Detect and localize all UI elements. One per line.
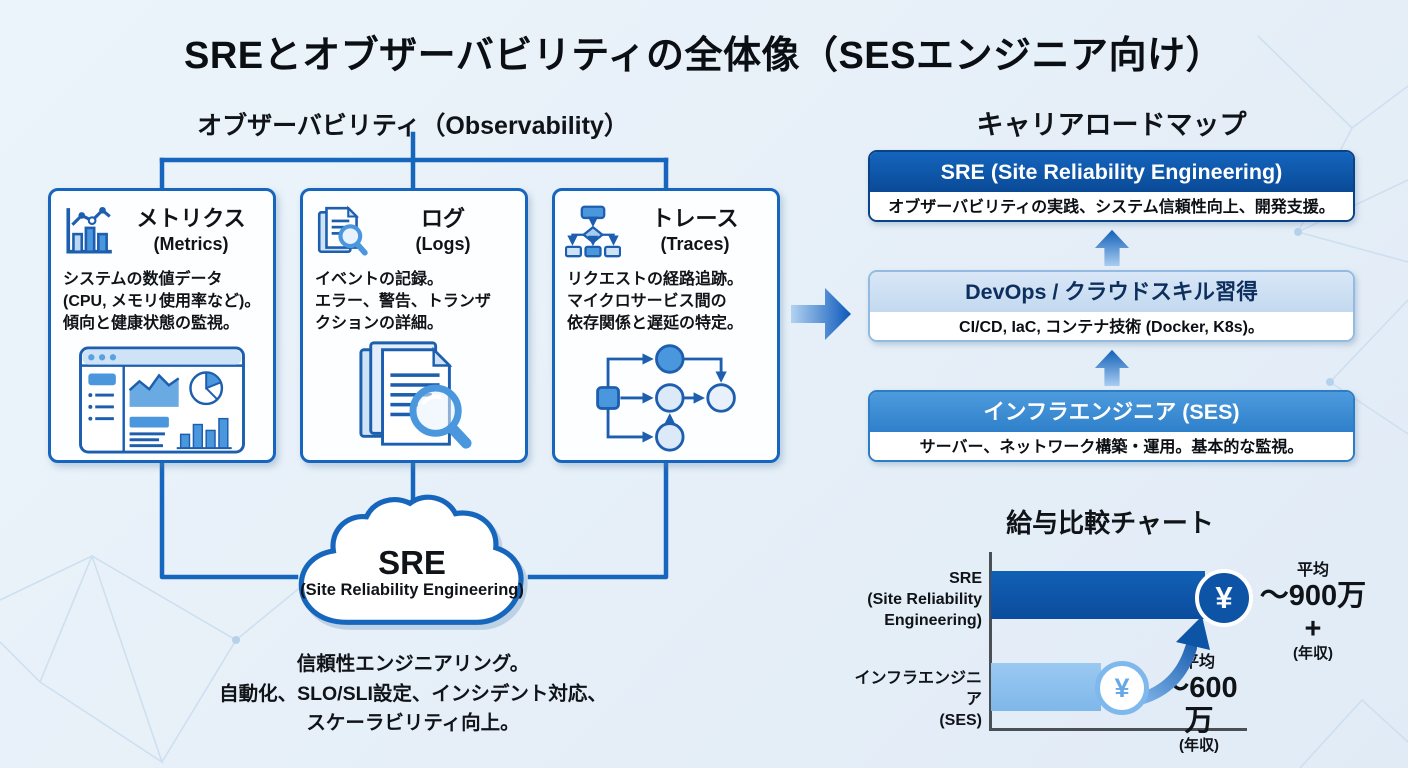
dashboard-illustration	[51, 346, 273, 454]
page-title: SREとオブザーバビリティの全体像（SESエンジニア向け）	[183, 35, 1224, 77]
roadmap-level-devops-title: DevOps / クラウドスキル習得	[870, 272, 1353, 312]
roadmap-level-infra-title: インフラエンジニア (SES)	[870, 392, 1353, 432]
card-metrics-title: メトリクス	[136, 206, 246, 232]
infra-salary-note: (年収)	[1179, 737, 1219, 755]
sre-value: 平均 ～900万+ (年収)	[1256, 562, 1370, 663]
card-traces-subtitle: (Traces)	[660, 233, 730, 254]
card-logs-description: イベントの記録。 エラー、警告、トランザ クションの詳細。	[315, 271, 491, 333]
career-roadmap-heading: キャリアロードマップ	[976, 110, 1247, 140]
roadmap-level-infra-description: サーバー、ネットワーク構築・運用。基本的な監視。	[870, 432, 1353, 460]
card-metrics-description: システムの数値データ (CPU, メモリ使用率など)。 傾向と健康状態の監視。	[63, 271, 261, 333]
cloud-title: SRE	[378, 544, 446, 581]
chart-x-axis	[989, 728, 1247, 731]
log-document-search-icon	[317, 205, 368, 256]
card-traces-header: トレース (Traces)	[555, 191, 777, 259]
sre-yen-badge: ¥	[1195, 569, 1253, 627]
card-logs-header: ログ (Logs)	[303, 191, 525, 259]
metrics-bar-chart-icon	[66, 206, 112, 254]
card-metrics-subtitle: (Metrics)	[153, 233, 229, 254]
cloud-subtitle: (Site Reliability Engineering)	[300, 580, 524, 599]
up-arrow-icon	[1094, 229, 1130, 266]
roadmap-level-infra: インフラエンジニア (SES) サーバー、ネットワーク構築・運用。基本的な監視。	[868, 390, 1355, 462]
sre-salary-value: ～900万+	[1259, 579, 1367, 645]
infra-yen-badge: ¥	[1095, 661, 1149, 715]
chart-y-axis	[989, 552, 992, 731]
right-arrow-icon	[791, 288, 851, 340]
yen-symbol: ¥	[1215, 580, 1233, 615]
roadmap-level-sre-title: SRE (Site Reliability Engineering)	[870, 152, 1353, 192]
card-traces-description: リクエストの経路追跡。 マイクロサービス間の 依存関係と遅延の特定。	[567, 271, 744, 333]
cloud-shape	[298, 494, 524, 625]
sre-bar-label: SRE (Site Reliability Engineering)	[867, 570, 982, 630]
card-logs: ログ (Logs) イベントの記録。 エラー、警告、トランザ クションの詳細。	[300, 188, 528, 463]
roadmap-level-sre-description: オブザーバビリティの実践、システム信頼性向上、開発支援。	[870, 192, 1353, 220]
up-arrow-icon	[1094, 349, 1130, 386]
trace-flowchart-icon	[565, 205, 621, 258]
salary-chart-title: 給与比較チャート	[1006, 508, 1214, 538]
roadmap-level-sre: SRE (Site Reliability Engineering) オブザーバ…	[868, 150, 1355, 222]
card-traces: トレース (Traces) リクエストの経路追跡。 マイクロサービス間の 依存関…	[552, 188, 780, 463]
card-traces-title: トレース	[651, 206, 739, 232]
sre-bar	[991, 571, 1205, 619]
roadmap-level-devops: DevOps / クラウドスキル習得 CI/CD, IaC, コンテナ技術 (D…	[868, 270, 1355, 342]
sre-footnote: 信頼性エンジニアリング。 自動化、SLO/SLI設定、インシデント対応、 スケー…	[219, 653, 607, 735]
card-metrics: メトリクス (Metrics) システムの数値データ (CPU, メモリ使用率な…	[48, 188, 276, 463]
roadmap-level-devops-description: CI/CD, IaC, コンテナ技術 (Docker, K8s)。	[870, 312, 1353, 340]
trace-flow-illustration	[555, 340, 777, 454]
sre-salary-note: (年収)	[1293, 645, 1333, 663]
card-logs-subtitle: (Logs)	[415, 233, 471, 254]
infra-bar-label: インフラエンジニア (SES)	[854, 670, 982, 730]
yen-symbol: ¥	[1114, 672, 1130, 703]
card-metrics-header: メトリクス (Metrics)	[51, 191, 273, 259]
sre-avg-label: 平均	[1296, 562, 1329, 579]
sre-cloud: SRE (Site Reliability Engineering)	[286, 494, 538, 644]
documents-magnifier-illustration	[303, 336, 525, 454]
infra-bar	[991, 663, 1101, 711]
card-logs-title: ログ	[420, 206, 465, 232]
